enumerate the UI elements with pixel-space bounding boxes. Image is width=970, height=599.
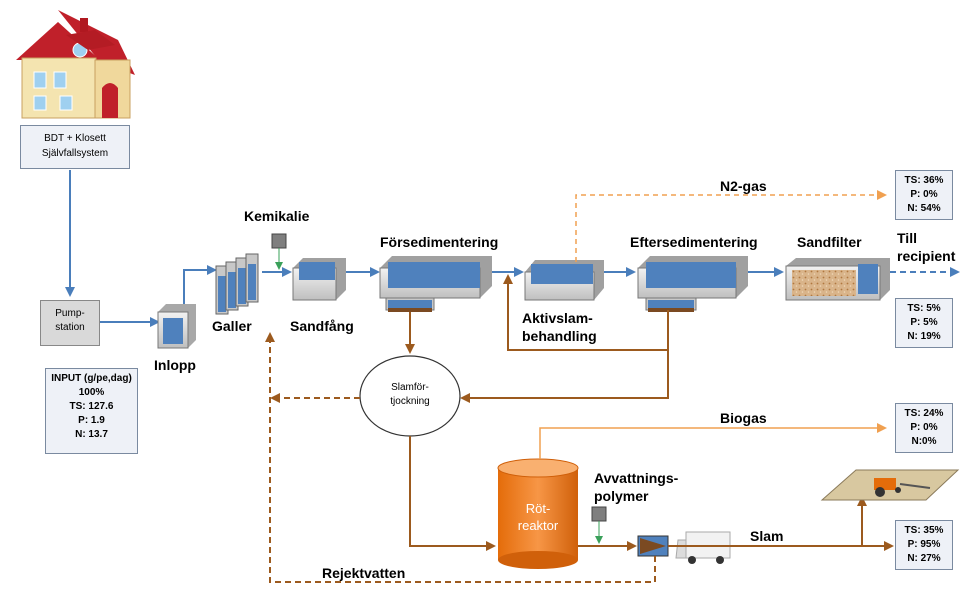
n2-gas-arrow xyxy=(575,190,887,262)
sand-filter xyxy=(785,258,890,301)
input-line: P: 1.9 xyxy=(78,415,105,426)
thickener-label: Slamför- tjockning xyxy=(360,356,460,436)
output-line: P: 95% xyxy=(907,539,941,550)
label-inlopp: Inlopp xyxy=(154,357,196,373)
activated-sludge-tank xyxy=(524,260,604,301)
n2-output-box: TS: 36% P: 0% N: 54% xyxy=(895,170,953,220)
input-line: TS: 127.6 xyxy=(69,401,114,412)
output-line: P: 5% xyxy=(910,317,938,328)
biogas-output-box: TS: 24% P: 0% N:0% xyxy=(895,403,953,453)
house-caption-line1: BDT + Klosett xyxy=(44,133,106,144)
label-eftersedimentering: Eftersedimentering xyxy=(630,234,758,250)
label-aktivslam-2: behandling xyxy=(522,328,597,344)
excess-sludge-arrow xyxy=(460,350,669,403)
output-line: N: 27% xyxy=(907,553,941,564)
label-polymer: polymer xyxy=(594,488,649,504)
truck-icon xyxy=(675,531,731,564)
recipient-output-box: TS: 5% P: 5% N: 19% xyxy=(895,298,953,348)
inlet-tank xyxy=(157,304,196,349)
input-box: INPUT (g/pe,dag) 100% TS: 127.6 P: 1.9 N… xyxy=(45,368,138,454)
return-sludge-arrow xyxy=(503,274,669,351)
label-recipient: recipient xyxy=(897,248,956,264)
input-line: INPUT (g/pe,dag) xyxy=(51,373,132,384)
sludge-output-box: TS: 35% P: 95% N: 27% xyxy=(895,520,953,570)
output-line: N: 19% xyxy=(907,331,941,342)
digester-line2: reaktor xyxy=(517,518,559,533)
field-tractor-icon xyxy=(820,469,960,501)
output-line: P: 0% xyxy=(910,422,938,433)
digester-label: Röt- reaktor xyxy=(497,500,579,534)
label-sandfilter: Sandfilter xyxy=(797,234,862,250)
pump-line1: Pump- xyxy=(55,308,85,319)
primary-clarifier xyxy=(379,256,492,312)
output-line: TS: 5% xyxy=(907,303,941,314)
secondary-clarifier xyxy=(637,256,748,312)
house-caption-line2: Självfallsystem xyxy=(41,148,109,159)
digester-line1: Röt- xyxy=(525,501,551,516)
label-till: Till xyxy=(897,230,917,246)
output-line: TS: 36% xyxy=(904,175,944,186)
pump-station: Pump- station xyxy=(40,300,100,346)
reject-water-arrow xyxy=(265,332,656,583)
house-caption: BDT + Klosett Självfallsystem xyxy=(20,125,130,169)
house-icon xyxy=(16,10,135,119)
output-line: TS: 35% xyxy=(904,525,944,536)
thickener-line2: tjockning xyxy=(390,396,430,407)
output-line: P: 0% xyxy=(910,189,938,200)
label-n2-gas: N2-gas xyxy=(720,178,767,194)
inlet-to-screen-arrow xyxy=(183,265,217,304)
input-line: 100% xyxy=(78,387,105,398)
label-galler: Galler xyxy=(212,318,252,334)
label-aktivslam-1: Aktivslam- xyxy=(522,310,593,326)
input-line: N: 13.7 xyxy=(75,429,108,440)
label-avvattnings: Avvattnings- xyxy=(594,470,679,486)
grit-chamber xyxy=(292,258,346,301)
biogas-arrow xyxy=(539,423,887,459)
label-forsedimentering: Försedimentering xyxy=(380,234,499,250)
label-kemikalie: Kemikalie xyxy=(244,208,310,224)
label-rejektvatten: Rejektvatten xyxy=(322,565,406,581)
screen-unit xyxy=(215,253,259,315)
thickener-to-digester-arrow xyxy=(409,436,496,551)
output-line: TS: 24% xyxy=(904,408,944,419)
label-sandfang: Sandfång xyxy=(290,318,354,334)
dewatering-unit xyxy=(637,535,669,557)
polymer-dosing-icon xyxy=(591,506,607,522)
output-line: N:0% xyxy=(911,436,937,447)
thickener-line1: Slamför- xyxy=(391,382,429,393)
label-slam: Slam xyxy=(750,528,784,544)
output-line: N: 54% xyxy=(907,203,941,214)
label-biogas: Biogas xyxy=(720,410,767,426)
pump-line2: station xyxy=(55,322,85,333)
digester-tank xyxy=(497,458,579,569)
chemical-dosing-icon xyxy=(271,233,287,249)
